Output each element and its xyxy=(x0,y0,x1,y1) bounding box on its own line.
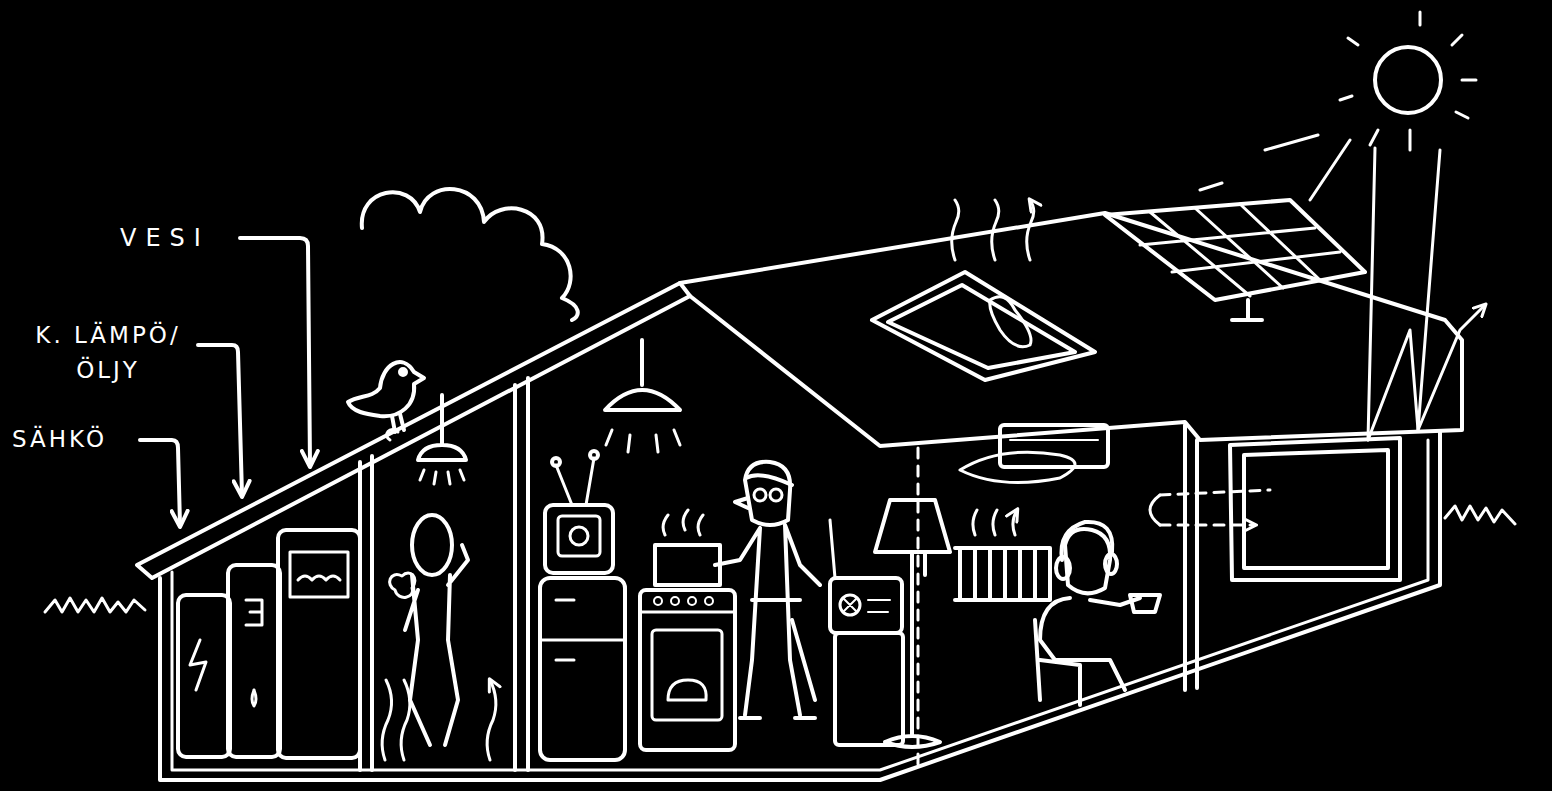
radiator xyxy=(955,510,1050,600)
leader-line xyxy=(140,440,180,525)
utility-cabinets xyxy=(178,530,360,758)
wall xyxy=(160,432,1440,780)
grass xyxy=(45,598,145,612)
floor-lamp xyxy=(875,500,950,747)
grass xyxy=(1445,506,1515,524)
partition xyxy=(360,378,528,770)
leader-line xyxy=(240,238,310,465)
air-heat-pump xyxy=(960,425,1108,483)
television xyxy=(545,451,613,573)
roof xyxy=(680,213,1462,446)
ceiling-lamp xyxy=(605,340,680,452)
cook xyxy=(715,462,820,718)
person-with-headphones xyxy=(1035,522,1160,705)
partition xyxy=(1185,425,1197,690)
callout-label: SÄHKÖ xyxy=(12,422,107,457)
fridge xyxy=(540,578,625,760)
callout-label: VESI xyxy=(120,220,210,256)
roof xyxy=(137,283,690,578)
tree-cloud xyxy=(362,189,578,320)
sun xyxy=(1200,12,1485,440)
shower xyxy=(382,395,496,760)
skylight xyxy=(872,200,1095,380)
window xyxy=(1150,438,1400,580)
leader-line xyxy=(198,345,242,495)
solar-panel xyxy=(1105,200,1365,320)
callout-label: K. LÄMPÖ/ ÖLJY xyxy=(22,318,194,387)
partition xyxy=(917,448,920,770)
stove xyxy=(640,510,735,750)
